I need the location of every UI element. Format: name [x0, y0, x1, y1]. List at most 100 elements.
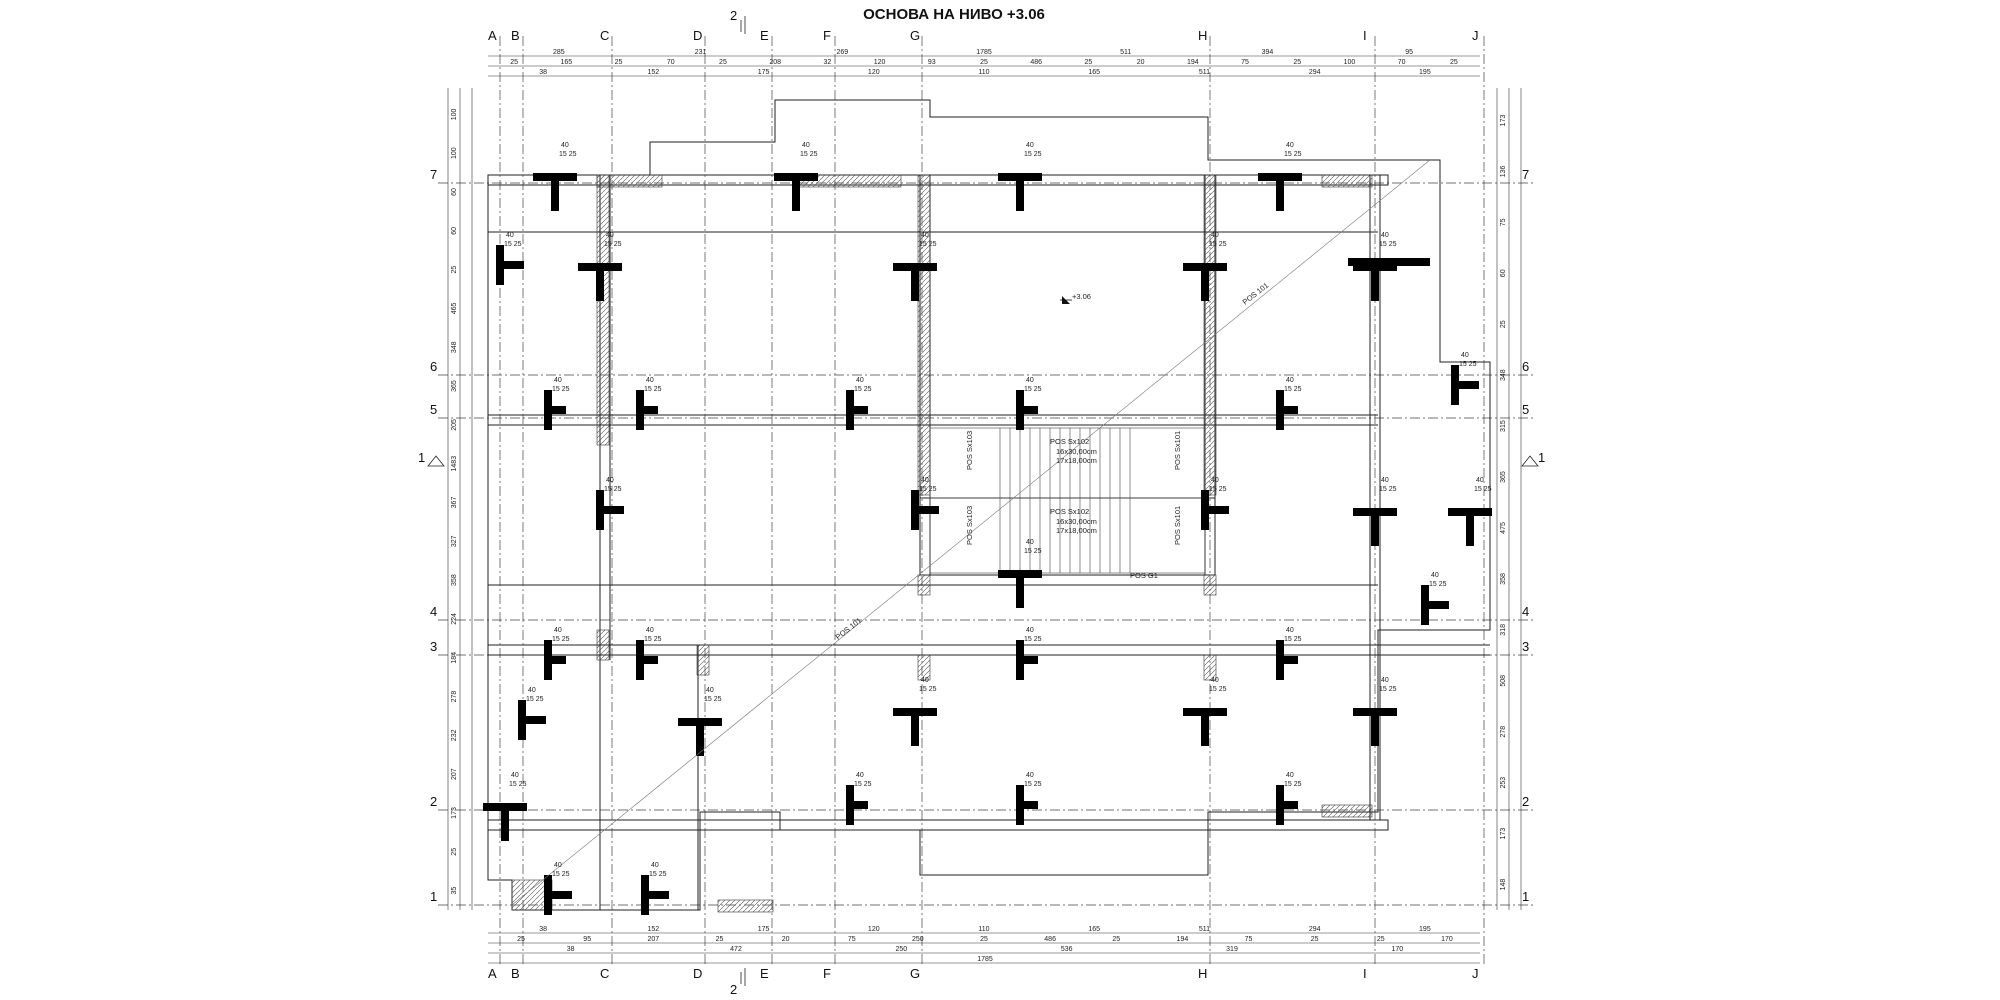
right-dim: 348 [1500, 369, 1507, 381]
column-sub-label: 15 25 [1024, 781, 1042, 788]
column [893, 263, 937, 301]
label-sx103-lower: POS Sx103 [965, 506, 974, 545]
left-dim: 173 [451, 807, 458, 819]
right-dim: 358 [1500, 573, 1507, 585]
top-row3-dim: 294 [1309, 69, 1321, 76]
top-row2-dim: 25 [1293, 59, 1301, 66]
column-size-label: 40 [1476, 477, 1484, 484]
column-size-label: 40 [1026, 539, 1034, 546]
column-sub-label: 15 25 [919, 241, 937, 248]
right-dim: 75 [1500, 218, 1507, 226]
axis-label-B-top: B [511, 28, 520, 43]
bottom-row2-dim: 25 [1311, 936, 1319, 943]
section-mark-bottom: 2 [730, 982, 737, 997]
column-size-label: 40 [1026, 772, 1034, 779]
right-dim: 136 [1500, 165, 1507, 177]
bottom-row2-dim: 75 [1245, 936, 1253, 943]
axis-label-E-bottom: E [760, 966, 769, 981]
column-sub-label: 15 25 [509, 781, 527, 788]
column-sub-label: 15 25 [854, 386, 872, 393]
column [846, 390, 868, 430]
column-sub-label: 15 25 [1024, 548, 1042, 555]
column-sub-label: 15 25 [919, 686, 937, 693]
axis-label-2-right: 2 [1522, 794, 1529, 809]
column-size-label: 40 [554, 862, 562, 869]
column-size-label: 40 [1026, 627, 1034, 634]
axis-label-H-top: H [1198, 28, 1207, 43]
axis-label-3-left: 3 [430, 639, 437, 654]
axis-label-D-top: D [693, 28, 702, 43]
column [1201, 490, 1229, 530]
bottom-row2-dim: 170 [1441, 936, 1453, 943]
column [1016, 390, 1038, 430]
column [1258, 173, 1302, 211]
left-dim: 278 [451, 691, 458, 703]
top-row3-dim: 511 [1199, 69, 1210, 76]
bottom-row3-dim: 170 [1391, 946, 1403, 953]
column [1353, 708, 1397, 746]
column [596, 490, 624, 530]
label-sx101-upper: POS Sx101 [1173, 431, 1182, 470]
column-sub-label: 15 25 [1284, 386, 1302, 393]
label-stair1-lower: 16x30,00cm [1056, 517, 1097, 526]
column-size-label: 40 [856, 377, 864, 384]
column-size-label: 40 [921, 677, 929, 684]
top-row1-dim: 95 [1405, 49, 1413, 56]
column-sub-label: 15 25 [1024, 636, 1042, 643]
left-dim: 25 [451, 848, 458, 856]
bottom-row1-dim: 165 [1088, 926, 1100, 933]
column-sub-label: 15 25 [552, 636, 570, 643]
column-sub-label: 15 25 [604, 486, 622, 493]
top-row3-dim: 38 [539, 69, 547, 76]
column-sub-label: 15 25 [504, 241, 522, 248]
left-dim: 60 [451, 188, 458, 196]
column-sub-label: 15 25 [704, 696, 722, 703]
axis-label-J-bottom: J [1472, 966, 1479, 981]
label-pos101-lower: POS 101 [834, 616, 864, 642]
column [641, 875, 669, 915]
column-size-label: 40 [921, 477, 929, 484]
column [636, 390, 658, 430]
column [1016, 785, 1038, 825]
column-sub-label: 15 25 [919, 486, 937, 493]
bottom-row2-dim: 250 [912, 936, 924, 943]
top-row2-dim: 120 [874, 59, 886, 66]
bottom-row1-dim: 511 [1199, 926, 1210, 933]
column-size-label: 40 [1211, 677, 1219, 684]
column-size-label: 40 [921, 232, 929, 239]
bottom-row2-dim: 25 [1112, 936, 1120, 943]
top-row2-dim: 165 [560, 59, 572, 66]
left-dim: 348 [451, 341, 458, 353]
top-row2-dim: 93 [928, 59, 936, 66]
bottom-row2-dim: 75 [848, 936, 856, 943]
axis-label-C-top: C [600, 28, 609, 43]
right-dim: 148 [1500, 879, 1507, 891]
bottom-row3-dim: 250 [895, 946, 907, 953]
axis-label-J-top: J [1472, 28, 1479, 43]
column-sub-label: 15 25 [1284, 636, 1302, 643]
top-row1-dim: 1785 [976, 49, 992, 56]
top-dimension-lines [447, 55, 1522, 964]
top-row1-dim: 511 [1120, 49, 1131, 56]
top-row2-dim: 25 [615, 59, 623, 66]
left-dim: 35 [451, 887, 458, 895]
top-row2-dim: 25 [980, 59, 988, 66]
column-sub-label: 15 25 [1379, 686, 1397, 693]
column-wide [1348, 258, 1430, 266]
column [1353, 508, 1397, 546]
axis-label-1-right: 1 [1522, 889, 1529, 904]
column [578, 263, 622, 301]
top-row3-dim: 152 [647, 69, 659, 76]
column-size-label: 40 [506, 232, 514, 239]
left-dim: 327 [451, 535, 458, 547]
column-sub-label: 15 25 [1379, 486, 1397, 493]
top-row3-dim: 110 [978, 69, 989, 76]
column-sub-label: 15 25 [644, 386, 662, 393]
axis-label-5-right: 5 [1522, 402, 1529, 417]
bottom-total-dim: 1785 [977, 956, 993, 963]
column-size-label: 40 [1026, 142, 1034, 149]
column-sub-label: 15 25 [552, 871, 570, 878]
column-size-label: 40 [1461, 352, 1469, 359]
axis-label-7-left: 7 [430, 167, 437, 182]
